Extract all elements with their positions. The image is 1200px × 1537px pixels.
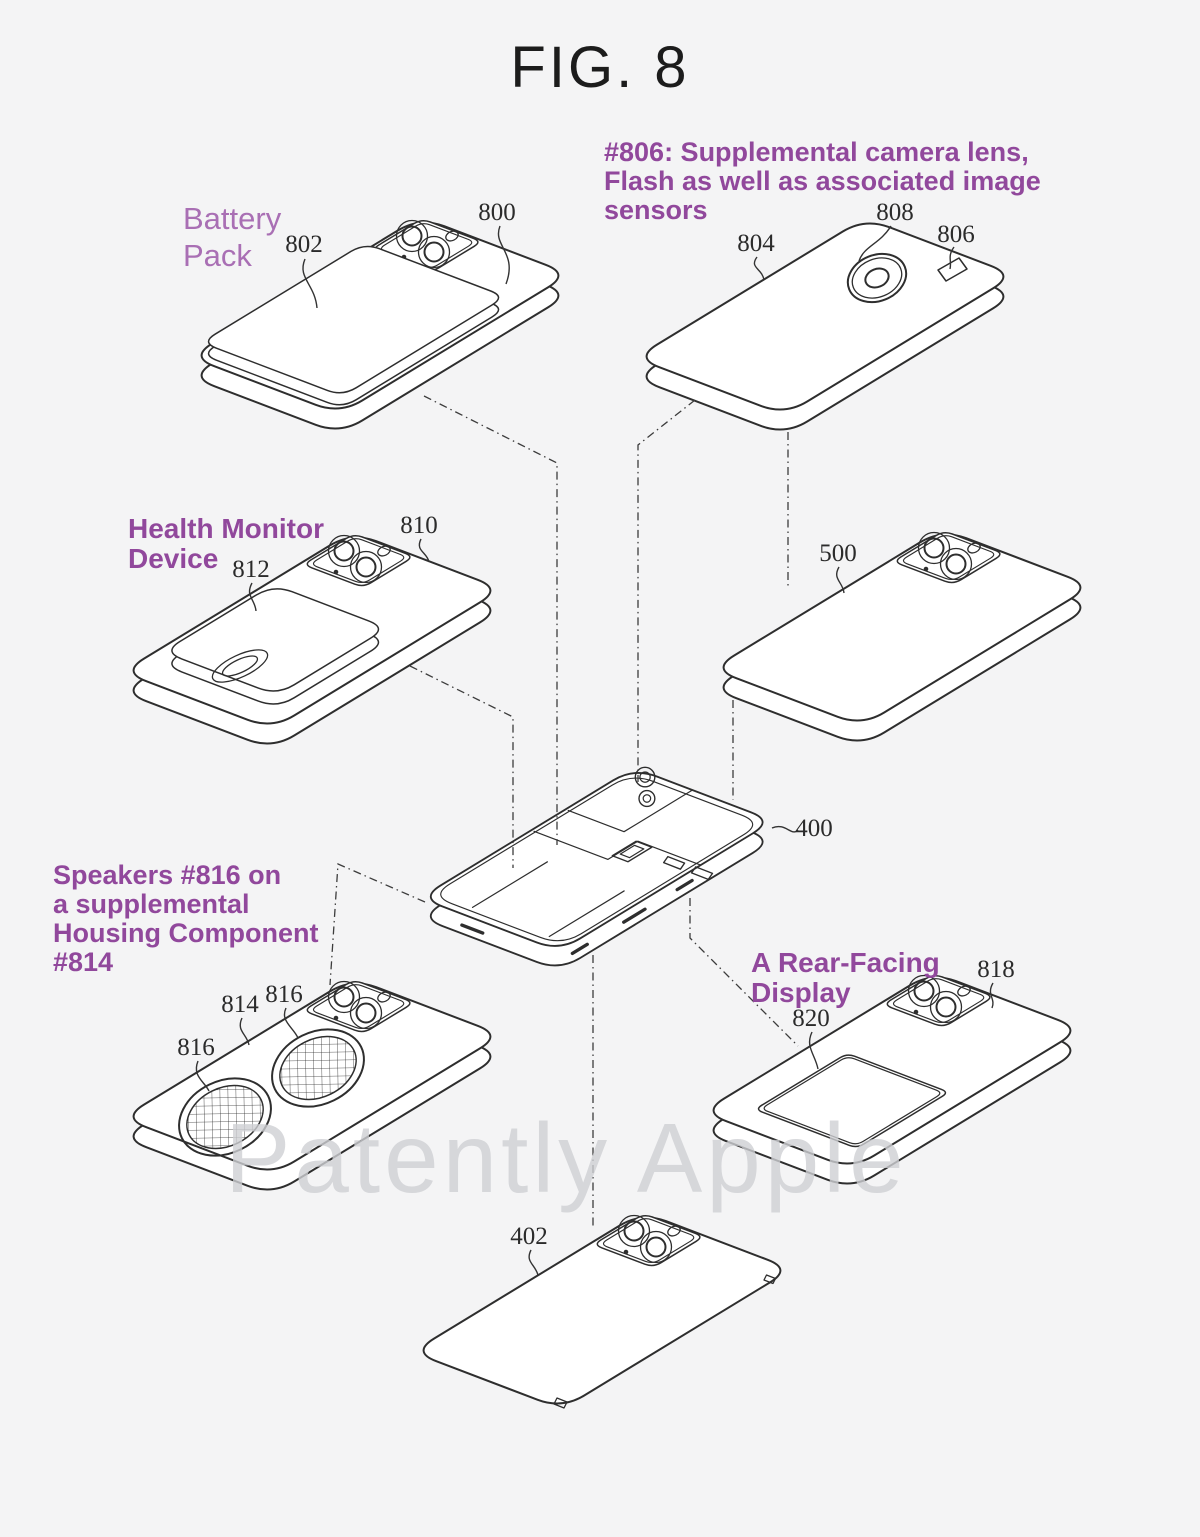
rear-display-panel-drawing xyxy=(757,1054,947,1148)
figure-title: FIG. 8 xyxy=(510,35,690,100)
ref-label-806: 806 xyxy=(937,221,975,248)
rear-display-phone-drawing xyxy=(712,974,1072,1185)
ref-label-814: 814 xyxy=(221,991,259,1018)
health-sensor-pad-drawing xyxy=(171,588,380,705)
phone-chassis-drawing xyxy=(429,766,764,967)
camera-bay-divider xyxy=(567,789,694,833)
bottom-connectors xyxy=(460,878,694,956)
note-line: #806: Supplemental camera lens, xyxy=(604,137,1029,167)
dual-camera-icon xyxy=(306,534,411,587)
note-battery-pack: Battery Pack xyxy=(183,201,281,274)
note-line: Flash as well as associated image xyxy=(604,166,1041,197)
sim-tray-icon xyxy=(611,840,653,863)
note-line: Housing Component xyxy=(53,918,319,949)
note-line: Health Monitor xyxy=(128,513,324,544)
ref-label-400: 400 xyxy=(795,815,833,842)
note-line: Display xyxy=(751,977,851,1009)
cover-tab-icon xyxy=(553,1397,568,1409)
camera-mount-icon xyxy=(634,766,656,808)
dual-camera-icon xyxy=(896,531,1001,584)
ref-label-402: 402 xyxy=(510,1223,548,1250)
note-line: Device xyxy=(128,543,219,575)
note-speakers-housing: Speakers #816 on a supplemental Housing … xyxy=(53,860,319,978)
sensor-window-icon xyxy=(211,649,269,683)
ref-label-802: 802 xyxy=(285,231,323,258)
note-line: Pack xyxy=(183,237,252,273)
flash-window-icon xyxy=(937,257,968,282)
note-line: a supplemental xyxy=(53,889,250,920)
ref-label-820: 820 xyxy=(792,1005,830,1032)
ref-label-816-lower: 816 xyxy=(177,1034,215,1061)
logic-board-divider xyxy=(533,830,702,866)
speaker-grille-icon xyxy=(178,1077,272,1157)
speaker-grille-icon xyxy=(271,1028,365,1108)
side-button-icon xyxy=(662,855,686,870)
supplemental-lens-icon xyxy=(846,252,908,304)
battery-slab-drawing xyxy=(207,245,500,406)
ref-label-818: 818 xyxy=(977,956,1015,983)
ref-label-804: 804 xyxy=(737,230,775,257)
dual-camera-icon xyxy=(886,974,991,1027)
ref-label-500: 500 xyxy=(819,540,857,567)
note-rear-display: A Rear-Facing Display xyxy=(751,947,940,1009)
dual-camera-icon xyxy=(596,1214,701,1267)
health-monitor-phone-drawing xyxy=(132,534,492,745)
note-supplemental-camera: #806: Supplemental camera lens, Flash as… xyxy=(604,137,1041,226)
dual-camera-icon xyxy=(306,980,411,1033)
ref-label-812: 812 xyxy=(232,556,270,583)
ref-label-800: 800 xyxy=(478,199,516,226)
note-health-monitor: Health Monitor Device xyxy=(128,513,324,575)
battery-pack-phone-drawing xyxy=(200,219,560,430)
note-line: Speakers #816 on xyxy=(53,860,282,890)
phone-500-drawing xyxy=(722,531,1082,742)
speakers-phone-drawing xyxy=(132,980,492,1191)
ref-label-808: 808 xyxy=(876,199,914,226)
note-line: sensors xyxy=(604,195,708,226)
exploded-view-dash-lines xyxy=(329,395,799,1228)
supplemental-camera-phone-drawing xyxy=(645,222,1005,431)
watermark: Patently Apple xyxy=(225,1103,908,1213)
back-cover-drawing xyxy=(422,1214,782,1409)
ref-label-810: 810 xyxy=(400,512,438,539)
note-line: A Rear-Facing xyxy=(751,947,940,978)
note-line: #814 xyxy=(53,947,114,978)
cover-tab-icon xyxy=(763,1274,777,1285)
reference-numerals: 800 802 804 808 806 810 812 500 400 814 … xyxy=(177,199,1015,1250)
note-line: Battery xyxy=(183,201,282,236)
ref-label-816-upper: 816 xyxy=(265,981,303,1008)
reference-leaders xyxy=(195,225,994,1276)
side-button-icon xyxy=(690,866,714,881)
